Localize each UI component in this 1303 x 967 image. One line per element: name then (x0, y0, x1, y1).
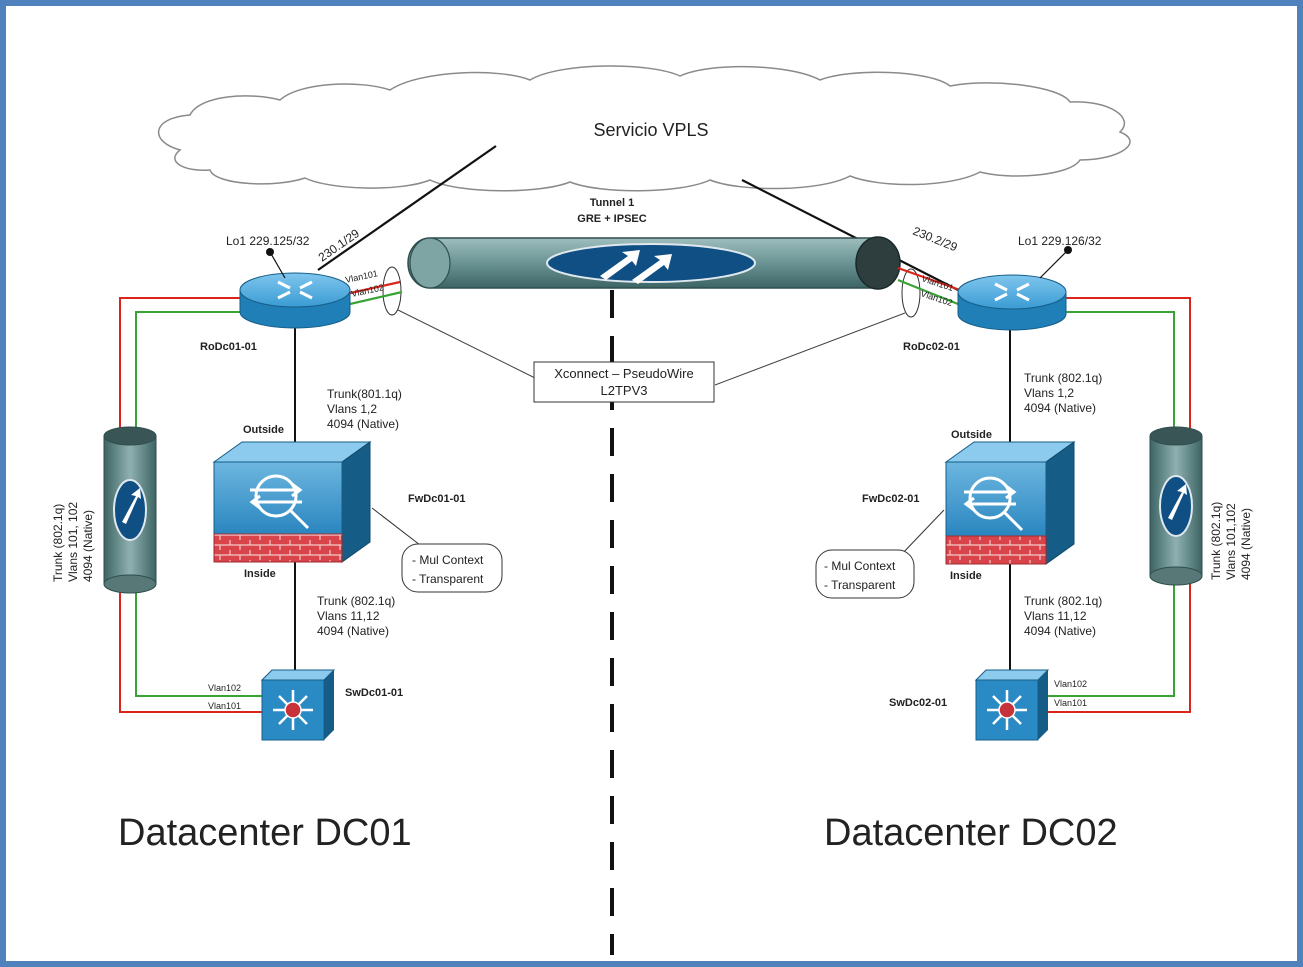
vlan101-link-dc01 (345, 280, 401, 296)
dc01-side-trunk-l2: Vlans 101, 102 (66, 502, 80, 582)
dc01-side-trunk-l3: 4094 (Native) (81, 510, 95, 582)
dc02-trunk-bottom-l2: Vlans 11,12 (1024, 609, 1087, 623)
dc02-trunk-arrow-icon (1168, 484, 1187, 520)
dc01-side-trunk-l1: Trunk (802.1q) (51, 504, 65, 582)
fwdc01-note-1: - Mul Context (412, 553, 484, 567)
vlan101-label-rodc01: Vlan101 (344, 268, 378, 285)
vlan102-link-dc01 (349, 290, 403, 306)
fwdc02-note-2: - Transparent (824, 578, 896, 592)
rodc02-loopback: Lo1 229.126/32 (1018, 234, 1102, 248)
xconnect-line-right (714, 312, 906, 386)
dc02-trunk-top-l1: Trunk (802.1q) (1024, 371, 1102, 385)
rodc02-router-icon (957, 274, 1067, 331)
fwdc02-note-1: - Mul Context (824, 559, 896, 573)
dc02-loopback-pointer (1039, 249, 1069, 279)
dc01-trunk-top-l1: Trunk(801.1q) (327, 387, 402, 401)
dc01-trunk-cylinder (103, 426, 157, 594)
fwdc01-name: FwDc01-01 (408, 493, 465, 505)
tunnel-title: Tunnel 1 (590, 197, 634, 209)
rodc02-wan-ip: 230.2/29 (911, 224, 960, 255)
fwdc01-inside-label: Inside (244, 568, 276, 580)
fwdc01-note-2: - Transparent (412, 572, 484, 586)
gre-ipsec-tunnel (407, 236, 901, 290)
dc01-title: Datacenter DC01 (118, 812, 412, 854)
xconnect-line1: Xconnect – PseudoWire (554, 366, 693, 381)
swdc01-vlan102: Vlan102 (208, 683, 241, 693)
swdc01-name: SwDc01-01 (345, 687, 403, 699)
xconnect-line-left (397, 309, 536, 379)
fwdc01-notes-pointer (371, 507, 421, 546)
vpls-cloud: Servicio VPLS (158, 65, 1131, 192)
rodc01-router-icon (239, 272, 351, 329)
dc02-loopback-dot (1064, 246, 1072, 254)
dc01-trunk-bottom-l1: Trunk (802.1q) (317, 594, 395, 608)
swdc02-switch-icon (974, 669, 1050, 741)
dc02-trunk-bottom-l3: 4094 (Native) (1024, 624, 1096, 638)
dc02-trunk-cylinder (1149, 426, 1203, 586)
dc01-trunk-bottom-l2: Vlans 11,12 (317, 609, 380, 623)
pseudowire-ring-left (382, 266, 402, 316)
fwdc02-outside-label: Outside (951, 429, 992, 441)
swdc02-vlan101: Vlan101 (1054, 698, 1087, 708)
fwdc01-notes: - Mul Context - Transparent (401, 543, 503, 593)
rodc02-name: RoDc02-01 (903, 341, 960, 353)
dc02-side-trunk-l2: Vlans 101,102 (1224, 503, 1238, 580)
dc02-title: Datacenter DC02 (824, 812, 1118, 854)
dc02-side-trunk-l1: Trunk (802.1q) (1209, 502, 1223, 580)
dc02-side-trunk-l3: 4094 (Native) (1239, 508, 1253, 580)
swdc01-vlan101: Vlan101 (208, 701, 241, 711)
dc01-trunk-arrow-icon (122, 488, 141, 524)
link-cloud-rodc01 (317, 145, 497, 271)
fwdc02-inside-label: Inside (950, 570, 982, 582)
dc02-trunk-bottom-l1: Trunk (802.1q) (1024, 594, 1102, 608)
dc01-trunk-top-l2: Vlans 1,2 (327, 402, 377, 416)
rodc01-name: RoDc01-01 (200, 341, 257, 353)
vlan101-link-dc02 (897, 266, 961, 292)
dc02-trunk-top-l3: 4094 (Native) (1024, 401, 1096, 415)
dc01-trunk-top-l3: 4094 (Native) (327, 417, 399, 431)
fwdc02-firewall-icon (944, 441, 1076, 565)
swdc02-vlan102: Vlan102 (1054, 679, 1087, 689)
dc01-loopback-pointer (269, 251, 286, 279)
tunnel-subtitle: GRE + IPSEC (577, 213, 646, 225)
dc01-loopback-dot (266, 248, 274, 256)
dc02-trunk-top-l2: Vlans 1,2 (1024, 386, 1074, 400)
tunnel-arrows-icon (600, 250, 672, 284)
swdc02-name: SwDc02-01 (889, 697, 947, 709)
cloud-label: Servicio VPLS (593, 120, 708, 140)
pseudowire-ring-right (901, 268, 921, 318)
rodc01-loopback: Lo1 229.125/32 (226, 234, 310, 248)
fwdc02-notes-pointer (899, 509, 945, 557)
link-cloud-rodc02 (741, 179, 959, 291)
swdc01-switch-icon (260, 669, 336, 741)
fwdc01-firewall-icon (212, 441, 372, 563)
fwdc01-outside-label: Outside (243, 424, 284, 436)
vlan102-link-dc02 (897, 278, 959, 306)
dc01-trunk-bottom-l3: 4094 (Native) (317, 624, 389, 638)
fwdc02-name: FwDc02-01 (862, 493, 919, 505)
fwdc02-notes: - Mul Context - Transparent (815, 549, 915, 599)
xconnect-line2: L2TPV3 (601, 383, 648, 398)
xconnect-box: Xconnect – PseudoWire L2TPV3 (533, 361, 715, 403)
